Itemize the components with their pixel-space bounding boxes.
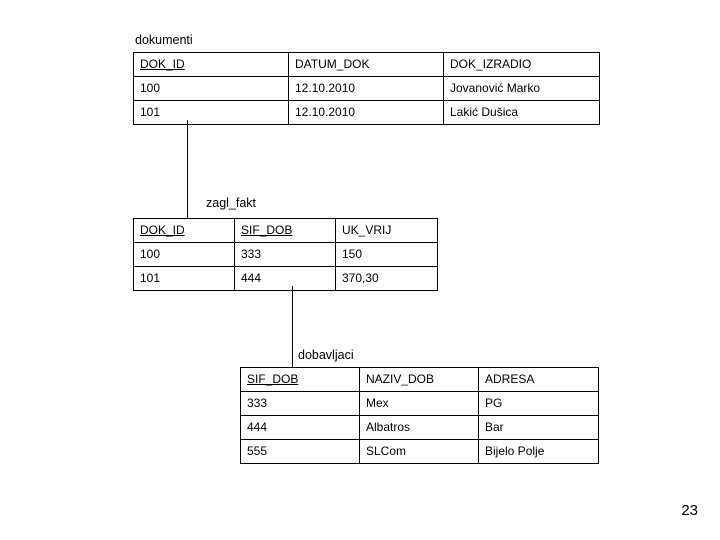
table-cell: Bar — [478, 415, 599, 440]
table-row: 101 444 370,30 — [133, 266, 438, 291]
table-cell: Mex — [359, 391, 479, 416]
table-cell: 333 — [234, 242, 336, 267]
entity-table-dobavljaci: SIF_DOB NAZIV_DOB ADRESA 333 Mex PG 444 … — [240, 367, 599, 464]
column-header: NAZIV_DOB — [359, 367, 479, 392]
table-row: SIF_DOB NAZIV_DOB ADRESA — [240, 367, 599, 392]
column-header: ADRESA — [478, 367, 599, 392]
column-header: UK_VRIJ — [335, 218, 438, 243]
column-header: DATUM_DOK — [288, 52, 444, 77]
page-number: 23 — [681, 502, 698, 519]
table-row: 555 SLCom Bijelo Polje — [240, 439, 599, 464]
table-cell: 12.10.2010 — [288, 76, 444, 101]
table-row: 100 333 150 — [133, 242, 438, 267]
table-caption-zagl-fakt: zagl_fakt — [206, 196, 257, 210]
table-cell: SLCom — [359, 439, 479, 464]
table-cell: 370,30 — [335, 266, 438, 291]
table-row: DOK_ID SIF_DOB UK_VRIJ — [133, 218, 438, 243]
table-cell: Albatros — [359, 415, 479, 440]
table-cell: Lakić Dušica — [443, 100, 600, 125]
table-row: 333 Mex PG — [240, 391, 599, 416]
table-cell: 444 — [240, 415, 360, 440]
table-cell: 555 — [240, 439, 360, 464]
column-header: DOK_ID — [133, 218, 235, 243]
entity-table-zagl-fakt: DOK_ID SIF_DOB UK_VRIJ 100 333 150 101 4… — [133, 218, 438, 291]
table-row: 100 12.10.2010 Jovanović Marko — [133, 76, 600, 101]
table-cell: 12.10.2010 — [288, 100, 444, 125]
table-cell: PG — [478, 391, 599, 416]
relationship-line-zagl-fakt-dobavljaci — [292, 286, 293, 368]
column-header: DOK_IZRADIO — [443, 52, 600, 77]
relationship-line-dokumenti-zagl-fakt — [187, 120, 188, 220]
table-caption-dokumenti: dokumenti — [135, 33, 193, 47]
column-header: DOK_ID — [133, 52, 289, 77]
entity-table-dokumenti: DOK_ID DATUM_DOK DOK_IZRADIO 100 12.10.2… — [133, 52, 600, 125]
table-cell: Jovanović Marko — [443, 76, 600, 101]
table-row: 444 Albatros Bar — [240, 415, 599, 440]
table-row: 101 12.10.2010 Lakić Dušica — [133, 100, 600, 125]
table-row: DOK_ID DATUM_DOK DOK_IZRADIO — [133, 52, 600, 77]
table-cell: 333 — [240, 391, 360, 416]
table-cell: 100 — [133, 242, 235, 267]
table-cell: 101 — [133, 266, 235, 291]
table-caption-dobavljaci: dobavljaci — [298, 348, 354, 362]
table-cell: 150 — [335, 242, 438, 267]
table-cell: Bijelo Polje — [478, 439, 599, 464]
table-cell: 101 — [133, 100, 289, 125]
table-cell: 100 — [133, 76, 289, 101]
column-header: SIF_DOB — [234, 218, 336, 243]
table-cell: 444 — [234, 266, 336, 291]
column-header: SIF_DOB — [240, 367, 360, 392]
